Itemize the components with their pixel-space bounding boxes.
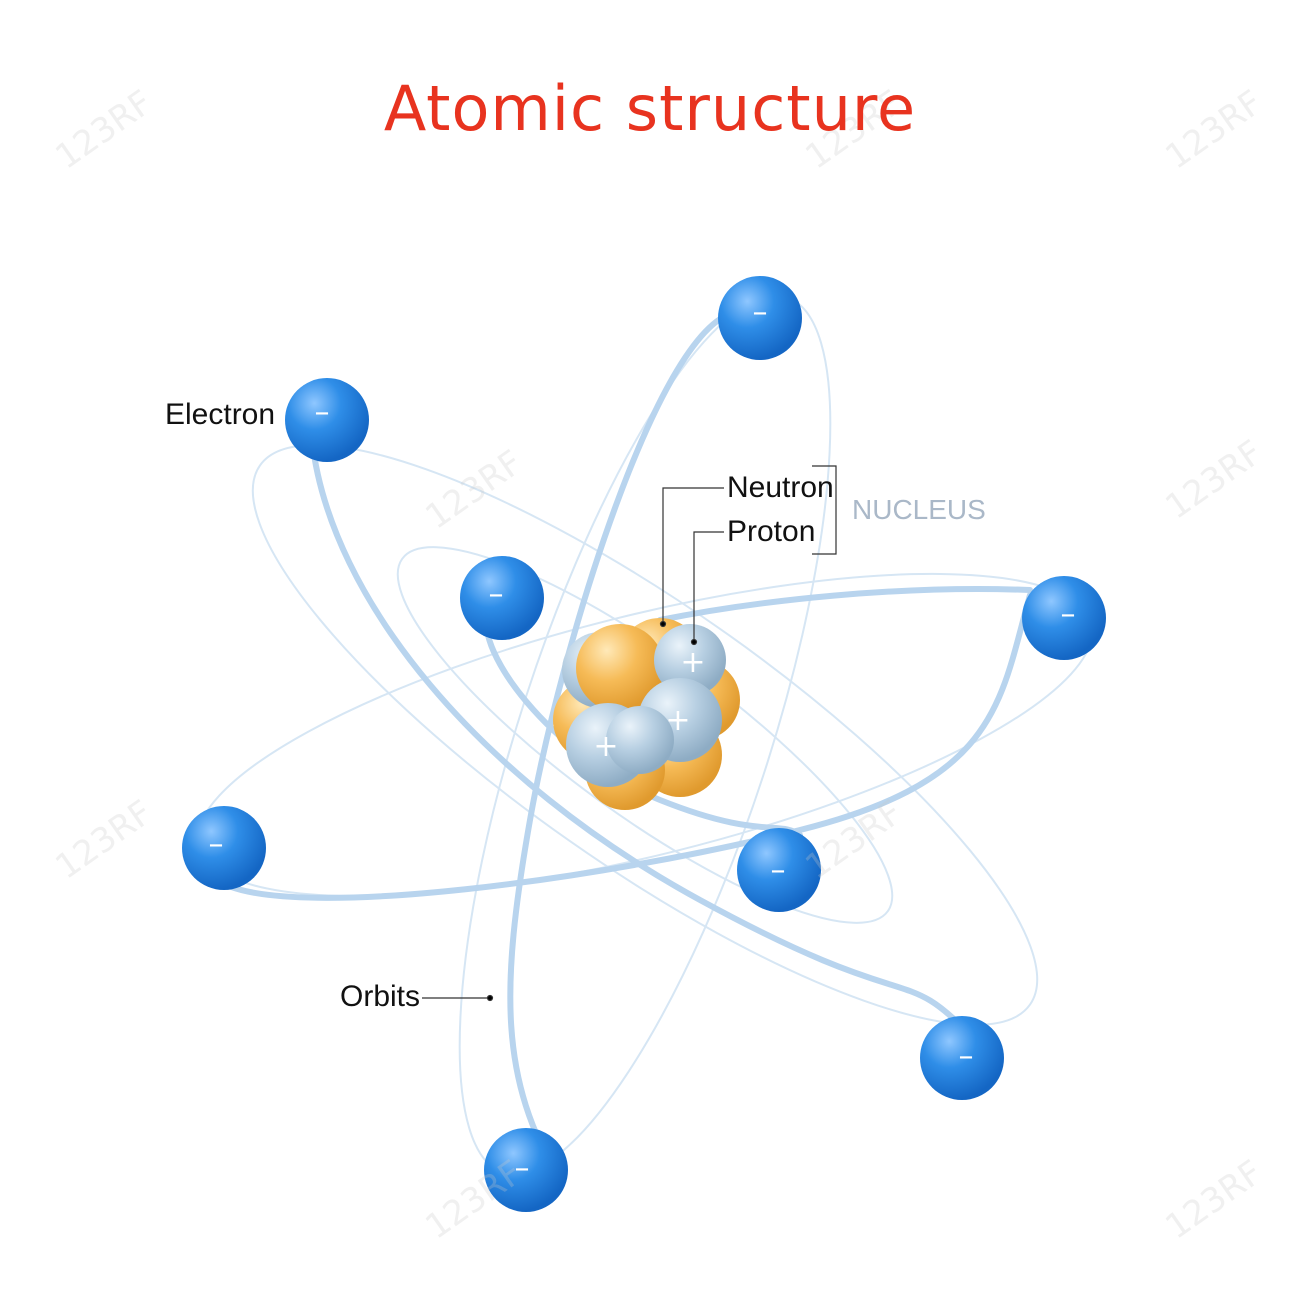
neutron-leader [662, 487, 724, 624]
electron-6: – [737, 828, 821, 912]
proton-label: Proton [727, 515, 816, 548]
electron-charge: – [753, 295, 768, 330]
orbits-leader-dot [486, 994, 494, 1002]
nucleus-label: NUCLEUS [852, 494, 986, 525]
orbits-label: Orbits [340, 980, 421, 1013]
nucleus-bracket [812, 465, 837, 555]
electron-1: – [285, 378, 369, 462]
orbit-trail-1 [309, 437, 978, 1043]
electron-label: Electron [165, 398, 276, 431]
nucleus: + + + [553, 618, 740, 810]
electron-3: – [460, 556, 544, 640]
proton-plus-2: + [665, 703, 690, 738]
proton-plus-3: + [593, 729, 618, 764]
neutron-label: Neutron [727, 471, 834, 504]
proton-mid [606, 706, 674, 774]
electron-4: – [1022, 576, 1106, 660]
electron-2: – [718, 276, 802, 360]
orbit-trail-2 [507, 309, 741, 1183]
electron-7: – [920, 1016, 1004, 1100]
electron-8: – [484, 1128, 568, 1212]
electron-charge: – [315, 395, 330, 430]
orbit-trail-5 [657, 586, 1033, 623]
proton-leader-dot [690, 638, 698, 646]
electron-charge: – [515, 1151, 530, 1186]
page-title: Atomic structure [383, 72, 917, 145]
electron-charge: – [1061, 597, 1076, 632]
electron-charge: – [489, 577, 504, 612]
proton-top [654, 624, 726, 696]
electron-charge: – [209, 827, 224, 862]
proton-plus-1: + [680, 645, 705, 680]
proton-leader [693, 531, 724, 642]
neutron-leader-dot [659, 620, 667, 628]
electrons: – – – – – – – – [182, 276, 1106, 1212]
orbit-2 [251, 444, 1039, 1026]
electron-charge: – [771, 853, 786, 888]
electron-charge: – [959, 1039, 974, 1074]
electron-5: – [182, 806, 266, 890]
leader-lines [422, 465, 837, 1002]
neutron-front [576, 624, 664, 712]
